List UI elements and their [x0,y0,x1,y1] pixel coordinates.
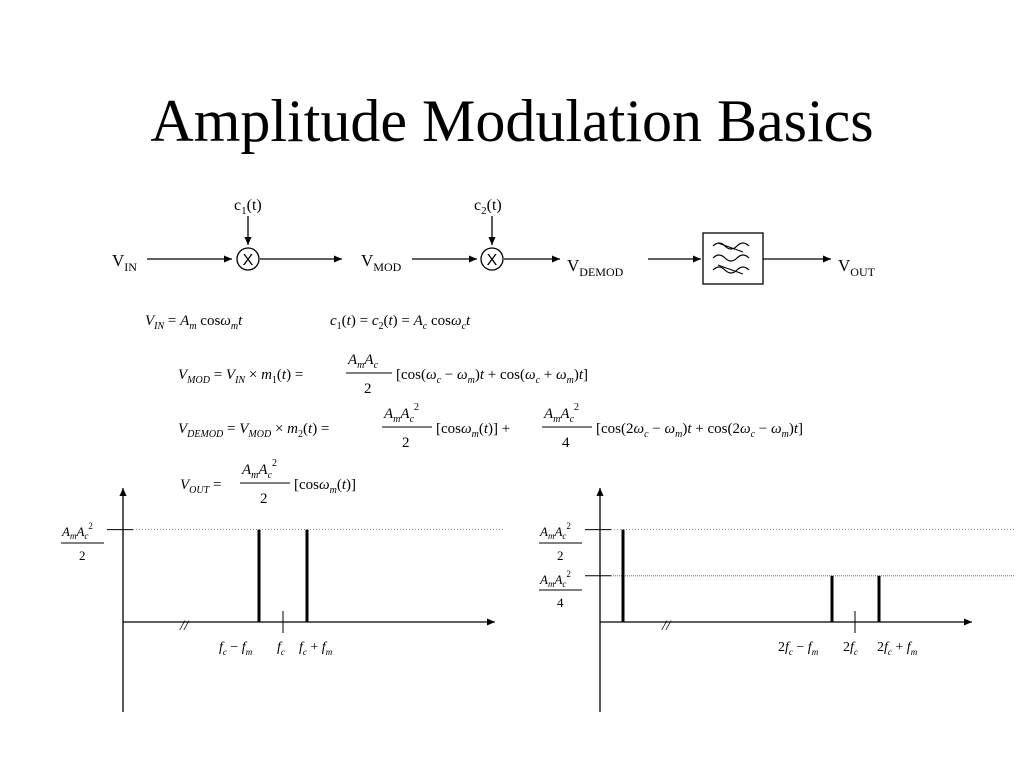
mixer-1-symbol: X [243,252,254,269]
mixer-1: X [236,247,260,271]
svg-text:[cosωm(t)]: [cosωm(t)] [294,477,356,496]
mixer-2: X [480,247,504,271]
svg-text:[cos(ωc − ωm)t + cos(ωc + ωm)t: [cos(ωc − ωm)t + cos(ωc + ωm)t] [396,367,588,386]
svg-text:VOUT =: VOUT = [180,477,221,496]
svg-text:2: 2 [557,548,564,563]
svg-text:2: 2 [79,548,86,563]
svg-text:AmAc2: AmAc2 [61,521,93,541]
tick-label-fc: fc [277,640,285,657]
svg-text:[cos(2ωc − ωm)t + cos(2ωc − ωm: [cos(2ωc − ωm)t + cos(2ωc − ωm)t] [596,421,803,440]
svg-text:VDEMOD = VMOD × m2(t) =: VDEMOD = VMOD × m2(t) = [178,421,329,440]
tick-label-2fc-plus-fm: 2fc + fm [877,640,918,657]
vin-label: VIN [112,251,137,274]
carrier-2-label: c2(t) [474,197,502,217]
vdemod-label: VDEMOD [567,256,624,279]
spectrum-plot-1: // AmAc2 2 fc − fm fc fc + fm [61,488,505,712]
svg-text:2: 2 [260,491,268,507]
svg-text:AmAc2: AmAc2 [539,569,571,589]
level-label-2-half: AmAc2 2 [539,521,582,563]
svg-text:AmAc2: AmAc2 [543,402,579,425]
svg-text:4: 4 [562,435,570,451]
svg-text:4: 4 [557,595,564,610]
svg-text:VMOD = VIN × m1(t) =: VMOD = VIN × m1(t) = [178,367,303,386]
equation-vin: VIN = Am cosωmt [145,313,243,332]
level-label-1-half: AmAc2 2 [61,521,104,563]
axis-break-2: // [661,618,672,634]
vout-label: VOUT [838,256,876,279]
svg-text:2: 2 [364,381,372,397]
tick-label-2fc-minus-fm: 2fc − fm [778,640,819,657]
svg-text:AmAc2: AmAc2 [383,402,419,425]
tick-label-2fc: 2fc [843,640,858,657]
equation-vdemod: VDEMOD = VMOD × m2(t) = AmAc2 2 [cosωm(t… [178,402,803,451]
lowpass-filter-icon [702,232,764,285]
svg-text:[cosωm(t)] +: [cosωm(t)] + [436,421,510,440]
equations: VIN = Am cosωmt c1(t) = c2(t) = Ac cosωc… [145,313,803,507]
svg-text:AmAc: AmAc [347,352,379,371]
page-title: Amplitude Modulation Basics [150,88,874,154]
svg-text:AmAc2: AmAc2 [539,521,571,541]
tick-label-fc-plus-fm: fc + fm [299,640,333,657]
level-label-2-quarter: AmAc2 4 [539,569,582,610]
svg-text:2: 2 [402,435,410,451]
equation-carriers: c1(t) = c2(t) = Ac cosωct [330,313,471,332]
vmod-label: VMOD [361,251,402,274]
svg-text:AmAc2: AmAc2 [241,458,277,481]
tick-label-fc-minus-fm: fc − fm [219,640,253,657]
mixer-2-symbol: X [487,252,498,269]
equation-vmod: VMOD = VIN × m1(t) = AmAc 2 [cos(ωc − ωm… [178,352,588,397]
spectrum-plot-2: // AmAc2 2 AmAc2 4 2fc − fm 2fc 2fc + fm [539,488,1015,712]
equation-vout: VOUT = AmAc2 2 [cosωm(t)] [180,458,356,507]
axis-break-1: // [179,618,190,634]
carrier-1-label: c1(t) [234,197,262,217]
block-diagram: VIN X c1(t) VMOD X c2(t) VDEMOD [112,197,876,285]
